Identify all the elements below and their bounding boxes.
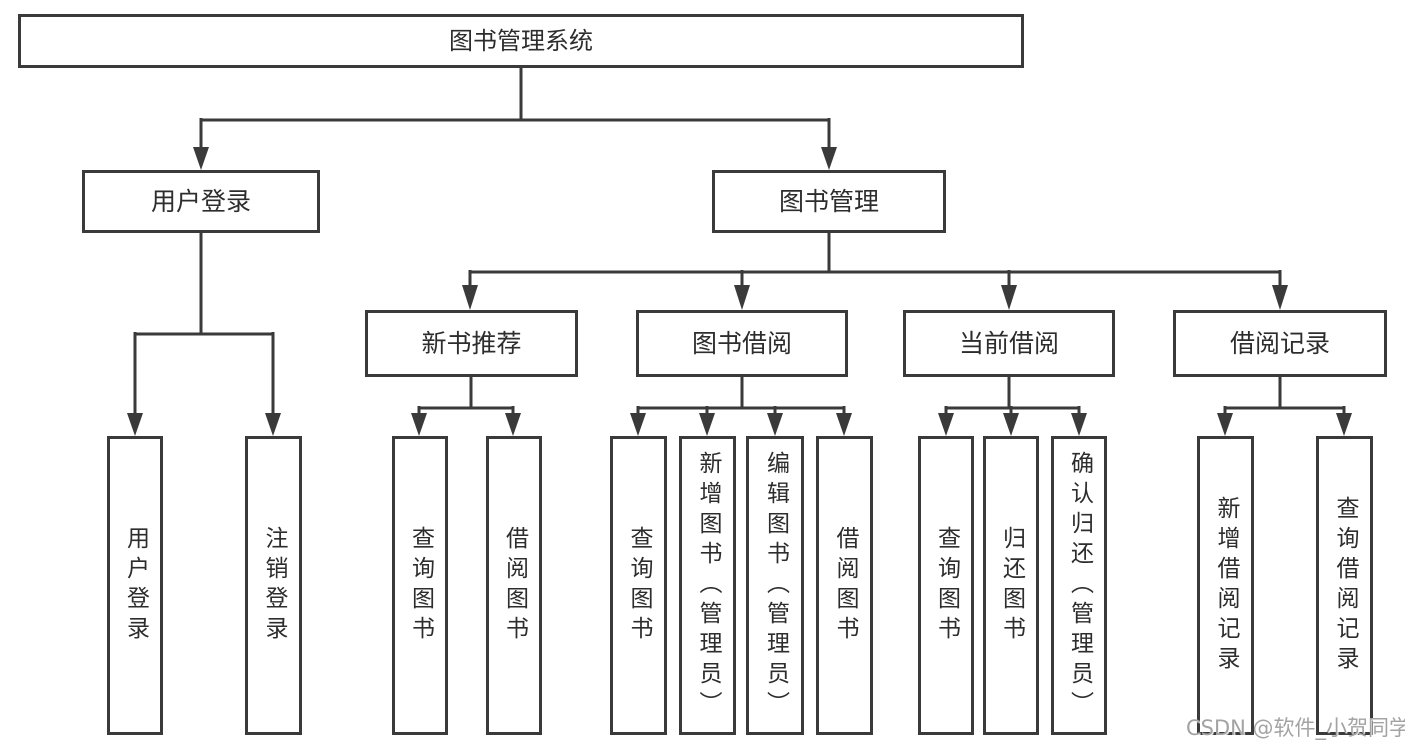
leaf-borrow-query-book-label: 查询图书 [626, 525, 652, 646]
leaf-borrow-edit-book-admin: 编辑图书（管理员） [746, 436, 804, 735]
leaf-logout-label: 注销登录 [261, 525, 287, 646]
leaf-newbooks-borrow-book: 借阅图书 [486, 436, 542, 735]
node-borrow-records: 借阅记录 [1173, 310, 1387, 377]
leaf-user-login: 用户登录 [107, 436, 163, 735]
leaf-borrow-add-book-admin: 新增图书（管理员） [679, 436, 736, 735]
leaf-borrow-query-book: 查询图书 [610, 436, 667, 735]
node-system-root: 图书管理系统 [18, 14, 1024, 68]
leaf-borrow-borrow-book: 借阅图书 [816, 436, 873, 735]
leaf-borrow-edit-book-admin-label: 编辑图书（管理员） [762, 450, 789, 721]
leaf-current-query-book-label: 查询图书 [933, 525, 960, 646]
node-new-book-recommend: 新书推荐 [365, 310, 578, 377]
leaf-borrow-add-book-admin-label: 新增图书（管理员） [695, 450, 721, 721]
node-book-borrow: 图书借阅 [636, 310, 848, 377]
leaf-newbooks-query-book-label: 查询图书 [407, 525, 434, 646]
leaf-newbooks-borrow-book-label: 借阅图书 [501, 525, 528, 646]
node-current-borrow: 当前借阅 [903, 310, 1115, 377]
leaf-records-add-record: 新增借阅记录 [1197, 436, 1254, 735]
leaf-newbooks-query-book: 查询图书 [392, 436, 448, 735]
leaf-user-login-label: 用户登录 [122, 525, 149, 646]
leaf-records-query-record-label: 查询借阅记录 [1332, 495, 1358, 676]
leaf-records-query-record: 查询借阅记录 [1316, 436, 1373, 735]
leaf-current-confirm-return-admin: 确认归还（管理员） [1051, 436, 1107, 735]
leaf-current-confirm-return-admin-label: 确认归还（管理员） [1066, 450, 1093, 721]
leaf-current-return-book-label: 归还图书 [998, 525, 1025, 646]
leaf-current-query-book: 查询图书 [918, 436, 974, 735]
leaf-logout: 注销登录 [245, 436, 302, 735]
node-user-login: 用户登录 [82, 170, 320, 233]
leaf-records-add-record-label: 新增借阅记录 [1213, 495, 1239, 676]
csdn-watermark: CSDN @软件_小贺同学 [1186, 716, 1405, 740]
leaf-borrow-borrow-book-label: 借阅图书 [832, 525, 858, 646]
node-book-management: 图书管理 [712, 170, 946, 233]
leaf-current-return-book: 归还图书 [983, 436, 1039, 735]
